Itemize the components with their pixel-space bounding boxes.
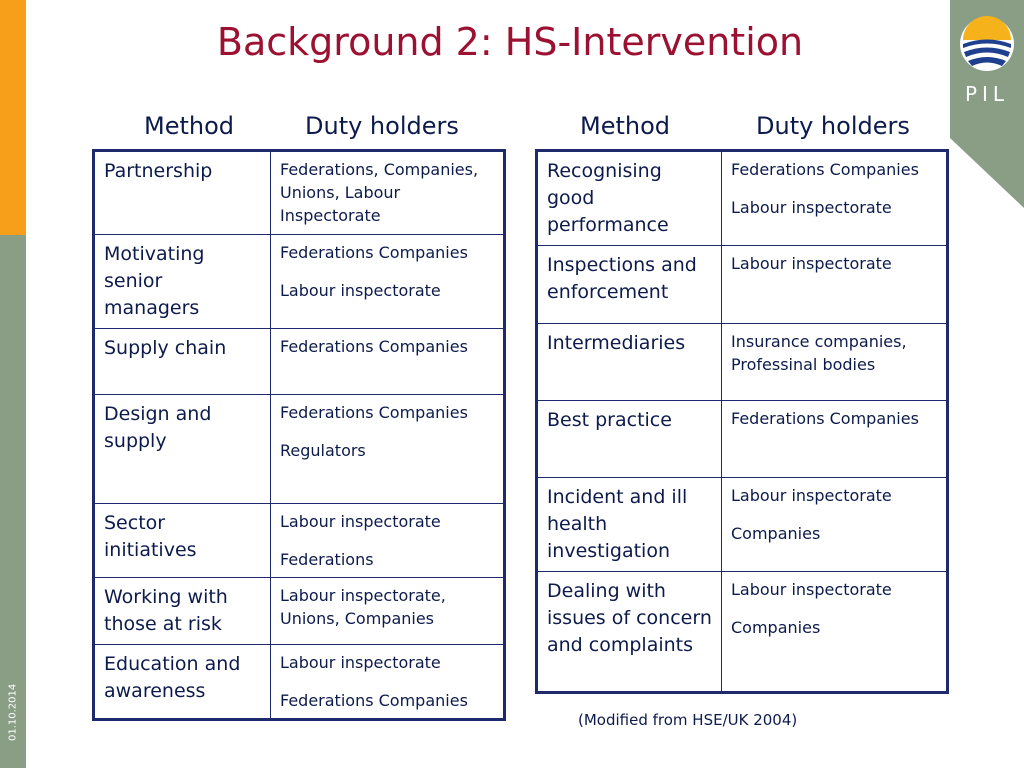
- duty-holder-line: Insurance companies, Professinal bodies: [731, 332, 907, 374]
- pil-logo-icon: [950, 0, 1024, 208]
- method-cell: Working with those at risk: [93, 577, 271, 645]
- duty-holders-cell: Labour inspectorate, Unions, Companies: [270, 577, 505, 645]
- method-cell: Education and awareness: [93, 644, 271, 720]
- duty-holder-line: Regulators: [280, 441, 366, 460]
- method-cell: Partnership: [93, 150, 271, 235]
- right-duty-header: Duty holders: [756, 112, 910, 140]
- duty-holder-line: Federations Companies: [280, 403, 468, 422]
- green-sidebar-stripe: [0, 235, 26, 768]
- duty-holder-line: Labour inspectorate: [731, 580, 892, 599]
- slide-date: 01.10.2014: [7, 683, 19, 742]
- duty-holder-line: Federations Companies: [280, 337, 468, 356]
- duty-holder-line: Companies: [731, 524, 821, 543]
- method-cell: Dealing with issues of concern and compl…: [536, 571, 722, 693]
- table-row: Dealing with issues of concern and compl…: [536, 571, 948, 693]
- table-row: Inspections and enforcement Labour inspec…: [536, 245, 948, 324]
- duty-holder-line: Labour inspectorate: [731, 198, 892, 217]
- duty-holder-line: Labour inspectorate: [280, 653, 441, 672]
- duty-holder-line: Labour inspectorate: [280, 512, 441, 531]
- duty-holder-line: Labour inspectorate: [731, 486, 892, 505]
- duty-holder-line: Federations Companies: [731, 160, 919, 179]
- method-cell: Sector initiatives: [93, 503, 271, 578]
- duty-holder-line: Labour inspectorate: [280, 281, 441, 300]
- orange-sidebar-stripe: [0, 0, 26, 235]
- duty-holder-line: Companies: [731, 618, 821, 637]
- duty-holders-cell: Federations Companies: [721, 400, 948, 478]
- duty-holders-cell: Federations Companies: [270, 328, 505, 395]
- duty-holder-line: Federations Companies: [280, 691, 468, 710]
- method-cell: Recognising good performance: [536, 150, 722, 246]
- slide-title: Background 2: HS-Intervention: [216, 20, 804, 64]
- method-cell: Best practice: [536, 400, 722, 478]
- method-cell: Supply chain: [93, 328, 271, 395]
- pil-logo-panel: PIL: [950, 0, 1024, 210]
- left-method-header: Method: [144, 112, 235, 140]
- duty-holder-line: Federations Companies: [731, 409, 919, 428]
- duty-holders-cell: Federations, Companies, Unions, Labour I…: [270, 150, 505, 235]
- left-duty-header: Duty holders: [305, 112, 459, 140]
- method-cell: Design and supply: [93, 394, 271, 504]
- duty-holders-cell: Labour inspectorate: [721, 245, 948, 324]
- method-cell: Intermediaries: [536, 323, 722, 401]
- duty-holder-line: Labour inspectorate, Unions, Companies: [280, 586, 446, 628]
- table-row: Supply chain Federations Companies: [93, 328, 505, 395]
- method-cell: Inspections and enforcement: [536, 245, 722, 324]
- source-footnote: (Modified from HSE/UK 2004): [578, 711, 798, 729]
- duty-holders-cell: Insurance companies, Professinal bodies: [721, 323, 948, 401]
- right-method-header: Method: [580, 112, 671, 140]
- duty-holder-line: Federations: [280, 550, 374, 569]
- logo-text: PIL: [964, 82, 1010, 106]
- method-cell: Motivating senior managers: [93, 234, 271, 329]
- table-row: Best practice Federations Companies: [536, 400, 948, 478]
- duty-holder-line: Labour inspectorate: [731, 254, 892, 273]
- duty-holder-line: Federations, Companies, Unions, Labour I…: [280, 160, 479, 225]
- duty-holder-line: Federations Companies: [280, 243, 468, 262]
- method-cell: Incident and ill health investigation: [536, 477, 722, 572]
